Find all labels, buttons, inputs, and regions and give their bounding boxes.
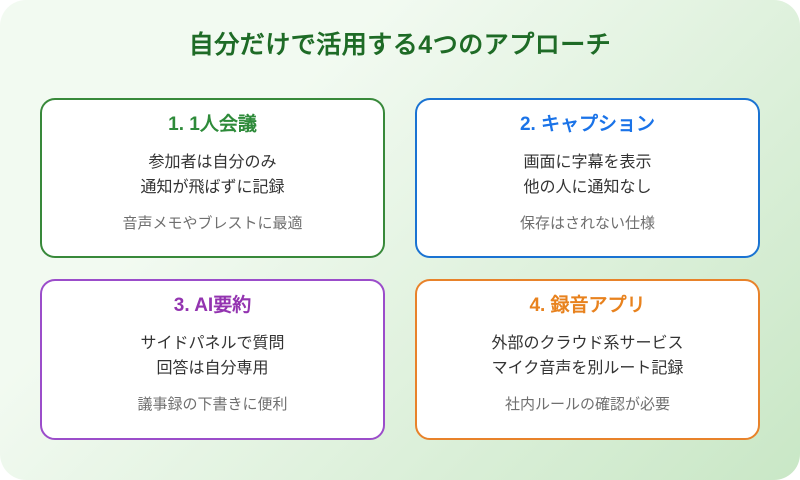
approach-card-2-note: 保存はされない仕様 [519, 215, 655, 233]
approach-card-3-body-line-2: 回答は自分専用 [156, 359, 269, 377]
approach-card-3-note: 議事録の下書きに便利 [137, 396, 288, 414]
approach-card-2-body-line-1: 画面に字幕を表示 [523, 153, 652, 171]
approach-card-2-heading: 2. キャプション [519, 114, 656, 135]
approach-card-2-body-line-2: 他の人に通知なし [523, 178, 652, 196]
approach-card-1-heading: 1. 1人会議 [168, 114, 257, 135]
approach-card-1-note: 音声メモやブレストに最適 [122, 215, 303, 233]
approach-card-4-body-line-1: 外部のクラウド系サービス [491, 334, 684, 352]
approach-card-3: 3. AI要約 サイドパネルで質問 回答は自分専用 議事録の下書きに便利 [40, 279, 385, 440]
approach-card-4-body-line-2: マイク音声を別ルート記録 [491, 359, 684, 377]
approach-card-4: 4. 録音アプリ 外部のクラウド系サービス マイク音声を別ルート記録 社内ルール… [415, 279, 760, 440]
approach-card-2: 2. キャプション 画面に字幕を表示 他の人に通知なし 保存はされない仕様 [415, 98, 760, 258]
approach-card-1-body-line-2: 通知が飛ばずに記録 [140, 178, 285, 196]
approach-card-4-body: 外部のクラウド系サービス マイク音声を別ルート記録 [491, 332, 683, 382]
approach-card-3-body: サイドパネルで質問 回答は自分専用 [140, 332, 284, 382]
approach-card-4-note: 社内ルールの確認が必要 [504, 396, 670, 414]
approach-card-grid: 1. 1人会議 参加者は自分のみ 通知が飛ばずに記録 音声メモやブレストに最適 … [40, 98, 760, 440]
approach-card-1: 1. 1人会議 参加者は自分のみ 通知が飛ばずに記録 音声メモやブレストに最適 [40, 98, 385, 258]
approach-card-3-heading: 3. AI要約 [173, 295, 252, 316]
approach-card-1-body-line-1: 参加者は自分のみ [148, 153, 277, 171]
approach-card-4-heading: 4. 録音アプリ [529, 295, 646, 316]
approach-card-2-body: 画面に字幕を表示 他の人に通知なし [523, 151, 651, 201]
approach-card-3-body-line-1: サイドパネルで質問 [140, 334, 285, 352]
approach-card-1-body: 参加者は自分のみ 通知が飛ばずに記録 [140, 151, 284, 201]
page-title: 自分だけで活用する4つのアプローチ [188, 31, 612, 59]
